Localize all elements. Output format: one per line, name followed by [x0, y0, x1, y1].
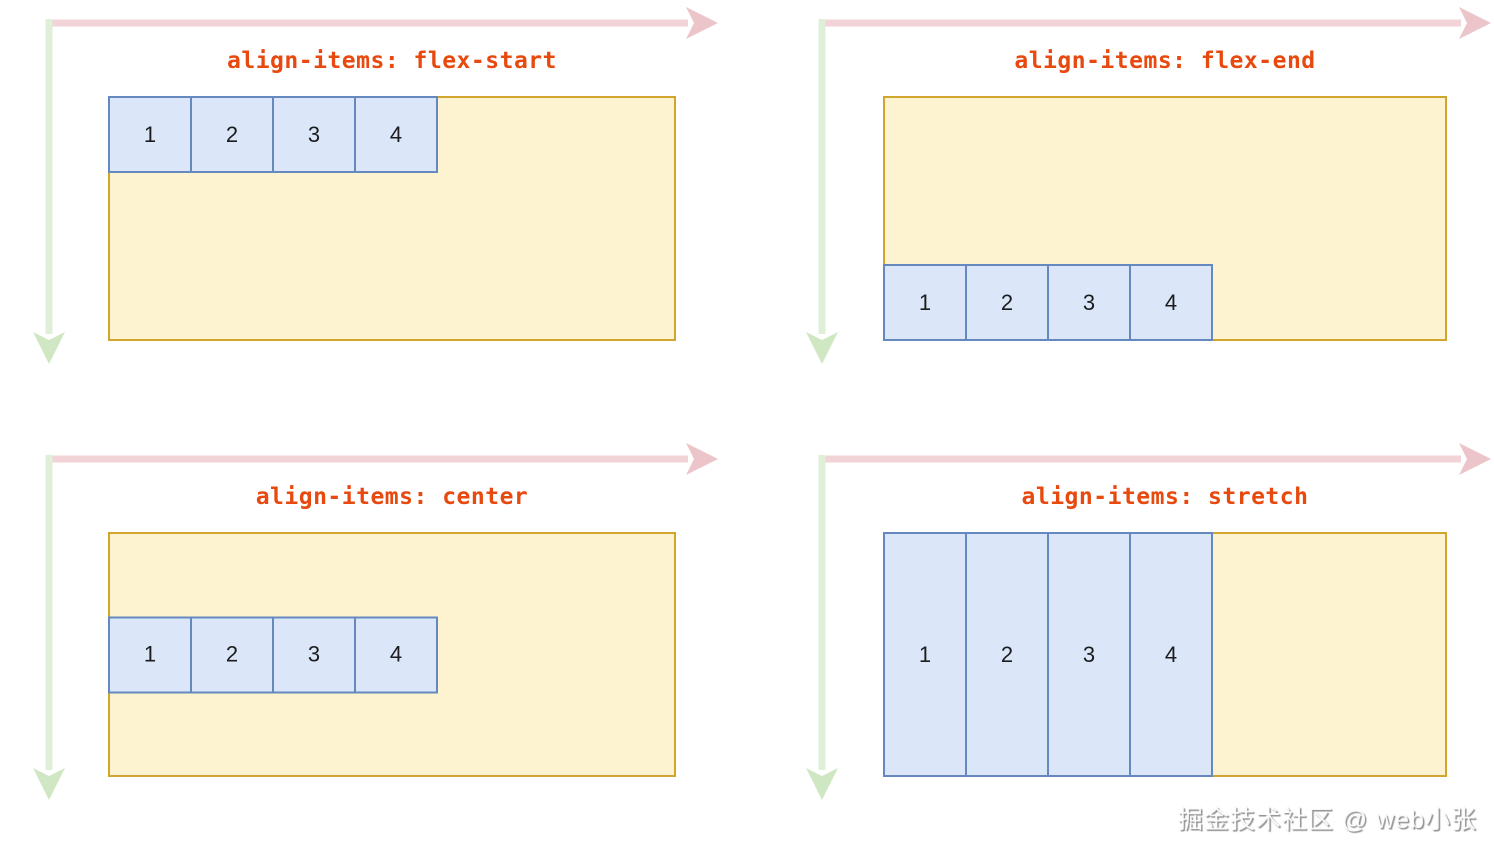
- flex-item-4: 4: [354, 616, 438, 693]
- flex-container: 1 2 3 4: [108, 96, 676, 341]
- panel-flex-end: align-items: flex-end 1 2 3 4: [773, 0, 1494, 427]
- main-axis-arrow-icon: [46, 443, 718, 475]
- flex-item-3: 3: [272, 616, 356, 693]
- flex-item-3: 3: [1047, 532, 1131, 777]
- cross-axis-arrow-icon: [33, 455, 65, 800]
- flex-item-3: 3: [1047, 264, 1131, 341]
- flex-item-4: 4: [354, 96, 438, 173]
- flex-item-2: 2: [965, 264, 1049, 341]
- flex-item-4: 4: [1129, 264, 1213, 341]
- flex-item-2: 2: [190, 96, 274, 173]
- panel-stretch: align-items: stretch 1 2 3 4: [773, 436, 1494, 854]
- flex-item-4: 4: [1129, 532, 1213, 777]
- cross-axis-arrow-icon: [806, 455, 838, 800]
- flex-container: 1 2 3 4: [108, 532, 676, 777]
- panel-flex-start: align-items: flex-start 1 2 3 4: [0, 0, 747, 427]
- flex-container: 1 2 3 4: [883, 96, 1447, 341]
- cross-axis-arrow-icon: [806, 19, 838, 364]
- panel-title: align-items: stretch: [1021, 484, 1309, 510]
- flex-items-row: 1 2 3 4: [883, 532, 1213, 777]
- flex-item-1: 1: [108, 96, 192, 173]
- panel-title: align-items: center: [255, 484, 529, 510]
- flex-item-1: 1: [108, 616, 192, 693]
- flex-item-1: 1: [883, 532, 967, 777]
- main-axis-arrow-icon: [819, 443, 1491, 475]
- flex-item-2: 2: [965, 532, 1049, 777]
- flex-item-2: 2: [190, 616, 274, 693]
- panel-center: align-items: center 1 2 3 4: [0, 436, 747, 854]
- flex-item-1: 1: [883, 264, 967, 341]
- flex-item-3: 3: [272, 96, 356, 173]
- panel-title: align-items: flex-start: [227, 48, 557, 74]
- cross-axis-arrow-icon: [33, 19, 65, 364]
- flex-items-row: 1 2 3 4: [883, 264, 1213, 341]
- watermark: 掘金技术社区 @ web小张: [1177, 806, 1477, 834]
- main-axis-arrow-icon: [819, 7, 1491, 39]
- flex-items-row: 1 2 3 4: [108, 616, 438, 693]
- flex-container: 1 2 3 4: [883, 532, 1447, 777]
- flex-items-row: 1 2 3 4: [108, 96, 438, 173]
- panel-title: align-items: flex-end: [1014, 48, 1316, 74]
- main-axis-arrow-icon: [46, 7, 718, 39]
